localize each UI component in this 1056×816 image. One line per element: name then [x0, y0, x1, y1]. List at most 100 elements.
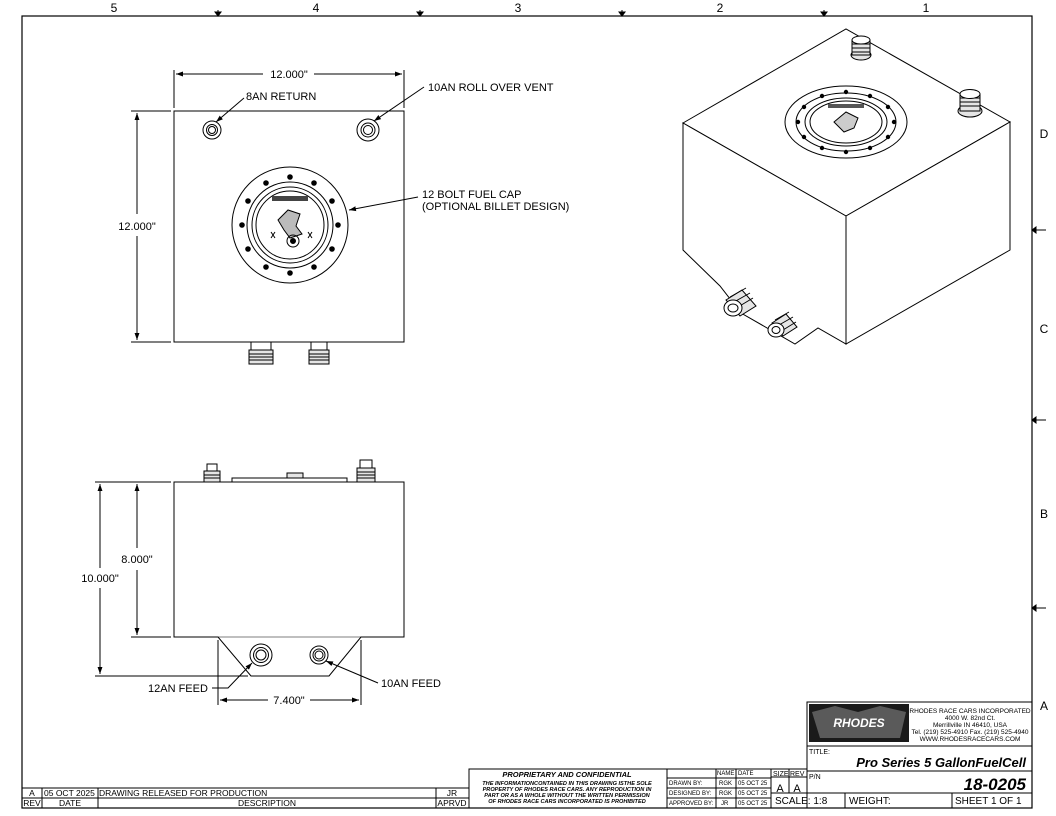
approved-by-label: APPROVED BY:	[669, 801, 714, 807]
revision-row-description: DRAWING RELEASED FOR PRODUCTION	[99, 788, 267, 798]
front-total-height-dimension	[95, 481, 248, 677]
feed-10an-callout: 10AN FEED	[381, 678, 441, 690]
revision-header-date: DATE	[59, 798, 81, 808]
zone-label-2: 2	[717, 1, 724, 15]
weight-label: WEIGHT:	[849, 796, 891, 807]
zone-label-5: 5	[111, 1, 118, 15]
size-value: A	[776, 783, 784, 795]
proprietary-line-4: OF RHODES RACE CARS INCORPORATED IS PROH…	[488, 799, 645, 805]
top-height-label: 12.000"	[118, 221, 156, 233]
top-width-label: 12.000"	[270, 69, 308, 81]
top-view-feed-fitting-12an-icon	[248, 341, 274, 365]
front-return-fitting-icon	[203, 463, 221, 483]
proprietary-line-3: PART OR AS A WHOLE WITHOUT THE WRITTEN P…	[484, 793, 650, 799]
fuel-cap-icon	[231, 166, 349, 284]
approvals-date-header: DATE	[738, 771, 754, 777]
top-view-feed-fitting-10an-icon	[308, 341, 330, 365]
front-total-height-label: 10.000"	[81, 573, 119, 585]
title-block-text: TITLE: Pro Series 5 GallonFuelCell P/N 1…	[773, 749, 1027, 807]
top-zone-labels: 5 4 3 2 1	[111, 1, 930, 15]
isometric-view	[681, 28, 1012, 345]
vent-callout: 10AN ROLL OVER VENT	[428, 82, 554, 94]
iso-feed-12an-fitting-icon	[723, 287, 757, 317]
proprietary-heading: PROPRIETARY AND CONFIDENTIAL	[502, 770, 632, 779]
size-label: SIZE	[773, 771, 789, 778]
return-leader	[215, 97, 245, 123]
revision-table	[21, 787, 470, 809]
rev-label: REV	[790, 771, 805, 778]
part-number: 18-0205	[964, 775, 1027, 794]
designed-by-label: DESIGNED BY:	[669, 791, 712, 797]
designed-by-date: 05 OCT 25	[738, 791, 768, 797]
revision-row-rev: A	[29, 788, 35, 798]
right-zone-labels: D C B A	[1040, 127, 1049, 713]
approvals-text: NAME DATE DRAWN BY: RGK 05 OCT 25 DESIGN…	[669, 771, 768, 807]
zone-ticks	[214, 10, 1046, 612]
iso-fuel-cap-icon	[784, 85, 908, 159]
zone-label-b: B	[1040, 507, 1048, 521]
company-web: WWW.RHODESRACECARS.COM	[920, 736, 1021, 743]
front-view-labels: 8.000" 10.000" 7.400" 12AN FEED 10AN FEE…	[81, 554, 441, 707]
cap-leader	[348, 196, 419, 212]
revision-text: A 05 OCT 2025 DRAWING RELEASED FOR PRODU…	[23, 788, 466, 808]
zone-label-1: 1	[923, 1, 930, 15]
iso-return-fitting-icon	[850, 35, 872, 61]
front-feed-10an-icon	[309, 645, 329, 665]
revision-header-description: DESCRIPTION	[238, 798, 296, 808]
front-body-height-dimension	[131, 481, 171, 638]
top-view-outline	[173, 110, 405, 343]
cap-callout-line2: (OPTIONAL BILLET DESIGN)	[422, 201, 569, 213]
approved-by-date: 05 OCT 25	[738, 801, 768, 807]
proprietary-line-1: THE INFORMATIONCONTAINED IN THIS DRAWING…	[482, 781, 652, 787]
top-width-dimension	[173, 70, 405, 108]
feed-12an-callout: 12AN FEED	[148, 683, 208, 695]
feed-10an-leader	[325, 660, 379, 684]
company-logo-text: RHODES	[833, 716, 884, 730]
front-view	[95, 459, 405, 705]
drawing-title: Pro Series 5 GallonFuelCell	[856, 755, 1026, 770]
iso-vent-fitting-icon	[957, 89, 983, 118]
vent-fitting-icon	[356, 118, 380, 142]
sheet-number: SHEET 1 OF 1	[955, 796, 1022, 807]
feed-12an-leader	[212, 662, 253, 689]
company-name: RHODES RACE CARS INCORPORATED	[909, 708, 1031, 715]
company-address-1: 4000 W. 82nd Ct.	[945, 715, 995, 722]
company-logo: RHODES	[809, 704, 909, 742]
front-cap-profile	[231, 472, 348, 483]
zone-label-a: A	[1040, 699, 1048, 713]
proprietary-block: PROPRIETARY AND CONFIDENTIAL THE INFORMA…	[468, 768, 668, 809]
drawn-by-name: RGK	[719, 781, 732, 787]
front-feed-12an-icon	[249, 643, 273, 667]
designed-by-name: RGK	[719, 791, 732, 797]
top-view-labels: 12.000" 12.000" 8AN RETURN 10AN ROLL OVE…	[118, 69, 569, 233]
approved-by-name: JR	[721, 801, 729, 807]
front-body-height-label: 8.000"	[121, 554, 153, 566]
revision-row-approved: JR	[447, 788, 457, 798]
front-sump-width-dimension	[217, 640, 362, 705]
cap-callout-line1: 12 BOLT FUEL CAP	[422, 189, 521, 201]
scale-value: SCALE: 1:8	[775, 796, 828, 807]
drawn-by-label: DRAWN BY:	[669, 781, 703, 787]
vent-leader	[373, 86, 425, 122]
zone-label-d: D	[1040, 127, 1049, 141]
return-callout: 8AN RETURN	[246, 91, 316, 103]
approvals-name-header: NAME	[717, 771, 734, 777]
iso-right-face	[845, 121, 1011, 345]
drawn-by-date: 05 OCT 25	[738, 781, 768, 787]
top-view	[131, 70, 425, 365]
title-label: TITLE:	[809, 749, 830, 756]
zone-label-c: C	[1040, 322, 1049, 336]
iso-left-face	[682, 122, 847, 345]
company-block: RHODES RHODES RACE CARS INCORPORATED 400…	[806, 701, 1033, 747]
zone-label-3: 3	[515, 1, 522, 15]
top-height-dimension	[131, 110, 171, 343]
revision-header-approved: APRVD	[437, 798, 466, 808]
iso-feed-10an-fitting-icon	[767, 311, 798, 338]
zone-label-4: 4	[313, 1, 320, 15]
return-fitting-icon	[202, 120, 222, 140]
company-phone: Tel. (219) 525-4910 Fax. (219) 525-4940	[911, 729, 1028, 736]
front-vent-fitting-icon	[356, 459, 376, 483]
title-block	[770, 745, 1033, 808]
front-view-outline	[173, 481, 405, 677]
